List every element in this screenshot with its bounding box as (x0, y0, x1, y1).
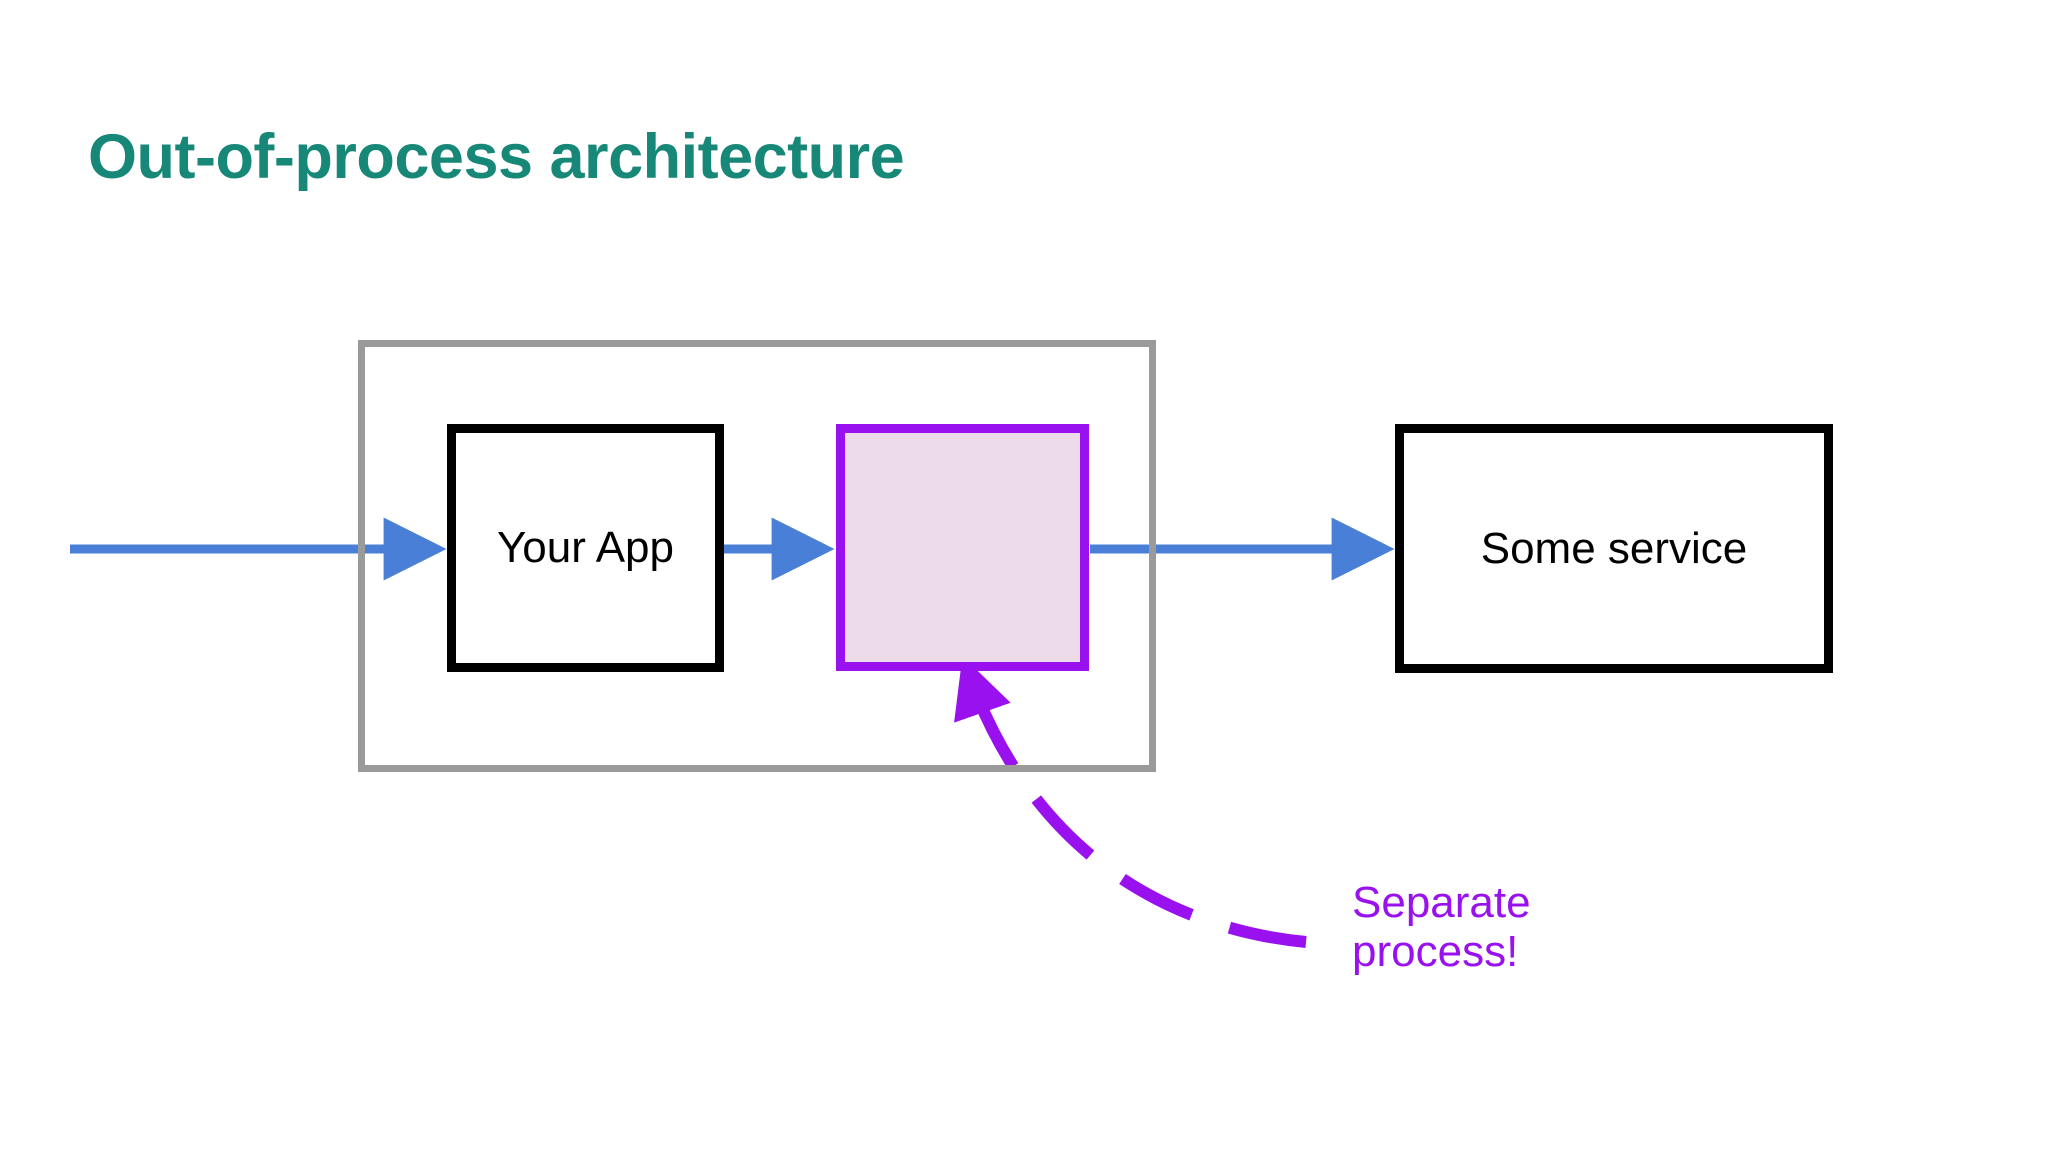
node-proxy[interactable] (836, 424, 1089, 671)
separate-process-callout: Separate process! (1352, 878, 1531, 977)
node-your-app-label: Your App (497, 523, 674, 572)
callout-line-2: process! (1352, 927, 1519, 977)
node-some-service[interactable]: Some service (1395, 424, 1833, 673)
callout-line-1: Separate (1352, 878, 1531, 927)
process-boundary-container (358, 340, 1156, 772)
node-your-app[interactable]: Your App (447, 424, 724, 672)
node-some-service-label: Some service (1480, 523, 1748, 573)
separate-process-arrow (954, 656, 1307, 948)
page-title: Out-of-process architecture (88, 122, 905, 192)
